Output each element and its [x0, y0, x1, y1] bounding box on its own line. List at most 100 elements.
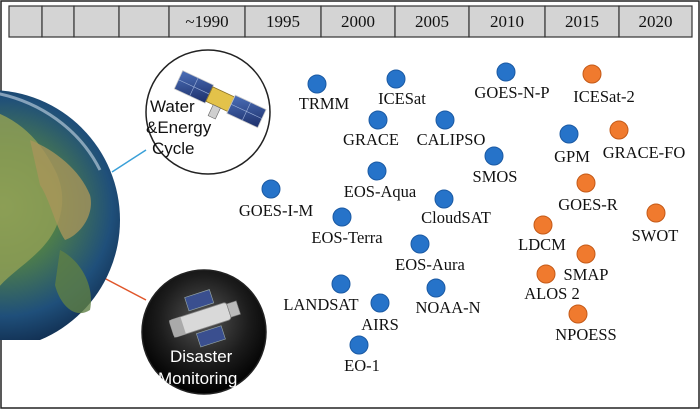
satellite-eos-terra: EOS-Terra — [311, 207, 383, 247]
water-label-line1: Water — [150, 97, 195, 116]
water-connector-line — [111, 149, 147, 173]
satellite-label: NOAA-N — [415, 298, 480, 317]
water-callout-circle — [145, 49, 271, 175]
satellite-dot — [368, 110, 388, 130]
satellite-dot — [332, 207, 352, 227]
timeline-cell — [244, 5, 322, 38]
satellite-dot — [307, 74, 327, 94]
water-label-line2: &Energy — [146, 118, 212, 137]
timeline-cell — [618, 5, 693, 38]
satellite-dot — [367, 161, 387, 181]
satellite-label: EOS-Aura — [395, 255, 465, 274]
satellite-icesat: ICESat — [378, 69, 426, 108]
satellite-dot — [496, 62, 516, 82]
satellite-landsat: LANDSAT — [283, 274, 359, 314]
disaster-label-line2: Monitoring — [158, 369, 237, 388]
timeline-cell — [41, 5, 75, 38]
timeline-label: 2010 — [490, 12, 524, 31]
satellite-label: NPOESS — [555, 325, 616, 344]
satellite-label: EOS-Aqua — [344, 182, 417, 201]
satellite-dot — [484, 146, 504, 166]
satellite-dot — [533, 215, 553, 235]
satellite-label: GRACE-FO — [603, 143, 686, 162]
satellite-dot — [426, 278, 446, 298]
satellite-smos: SMOS — [473, 146, 518, 186]
satellite-grace: GRACE — [343, 110, 399, 149]
disaster-monitoring-callout: Disaster Monitoring — [141, 269, 267, 395]
timeline-cell — [394, 5, 470, 38]
satellite-eo-1: EO-1 — [344, 335, 380, 375]
satellite-label: ICESat — [378, 89, 426, 108]
satellite-dot — [582, 64, 602, 84]
satellite-noaa-n: NOAA-N — [415, 278, 481, 317]
satellite-airs: AIRS — [361, 293, 399, 334]
satellite-dot — [261, 179, 281, 199]
satellite-label: GOES-I-M — [239, 201, 314, 220]
satellite-label: LDCM — [518, 235, 566, 254]
satellite-label: ALOS 2 — [524, 284, 579, 303]
satellite-dot — [576, 244, 596, 264]
timeline-cell — [544, 5, 620, 38]
timeline-label: 2000 — [341, 12, 375, 31]
satellite-dot — [435, 110, 455, 130]
satellite-dot — [410, 234, 430, 254]
satellite-label: GPM — [554, 147, 590, 166]
satellite-eos-aqua: EOS-Aqua — [344, 161, 417, 201]
satellite-label: GRACE — [343, 130, 399, 149]
water-energy-cycle-callout: Water &Energy Cycle — [145, 49, 271, 175]
timeline-label: 1995 — [266, 12, 300, 31]
satellite-goes-i-m: GOES-I-M — [239, 179, 314, 220]
disaster-connector-line — [103, 277, 147, 301]
satellite-dot — [576, 173, 596, 193]
satellite-gpm: GPM — [554, 124, 590, 166]
satellite-dot — [568, 304, 588, 324]
satellite-label: SMAP — [564, 265, 609, 284]
disaster-label-line1: Disaster — [170, 347, 233, 366]
satellite-swot: SWOT — [632, 203, 679, 245]
satellite-eos-aura: EOS-Aura — [395, 234, 465, 274]
satellite-dot — [536, 264, 556, 284]
satellite-label: CloudSAT — [421, 208, 491, 227]
satellite-dot — [434, 189, 454, 209]
satellite-label: AIRS — [361, 315, 399, 334]
satellite-dot — [559, 124, 579, 144]
satellite-icon — [173, 70, 267, 129]
timeline-cell — [468, 5, 546, 38]
water-label-line3: Cycle — [152, 139, 195, 158]
earth-globe-icon — [0, 90, 120, 340]
satellite-label: SMOS — [473, 167, 518, 186]
satellite-dot — [370, 293, 390, 313]
timeline-label: 2020 — [639, 12, 673, 31]
satellite-label: ICESat-2 — [573, 87, 634, 106]
satellite-dot — [331, 274, 351, 294]
satellite-label: LANDSAT — [283, 295, 358, 314]
satellite-icesat-2: ICESat-2 — [573, 64, 635, 106]
timeline-header: ~1990 1995 2000 2005 2010 2015 2020 — [8, 5, 693, 38]
satellite-alos-2: ALOS 2 — [524, 264, 580, 303]
timeline-cell — [73, 5, 120, 38]
timeline-label: 2015 — [565, 12, 599, 31]
satellite-calipso: CALIPSO — [417, 110, 486, 149]
satellite-npoess: NPOESS — [555, 304, 617, 344]
satellite-dot — [386, 69, 406, 89]
satellite-cloudsat: CloudSAT — [421, 189, 491, 227]
space-telescope-icon — [168, 289, 241, 348]
satellite-label: SWOT — [632, 226, 679, 245]
satellite-dot — [646, 203, 666, 223]
satellite-grace-fo: GRACE-FO — [603, 120, 686, 162]
satellite-trmm: TRMM — [299, 74, 350, 113]
satellite-dot — [349, 335, 369, 355]
timeline-cell — [118, 5, 170, 38]
satellite-label: EOS-Terra — [311, 228, 383, 247]
satellite-label: EO-1 — [344, 356, 380, 375]
satellite-label: GOES-R — [558, 195, 618, 214]
satellite-goes-n-p: GOES-N-P — [474, 62, 550, 102]
satellite-ldcm: LDCM — [518, 215, 566, 254]
timeline-label: 2005 — [415, 12, 449, 31]
satellite-label: TRMM — [299, 94, 350, 113]
satellite-label: CALIPSO — [417, 130, 486, 149]
timeline-label: ~1990 — [185, 12, 228, 31]
